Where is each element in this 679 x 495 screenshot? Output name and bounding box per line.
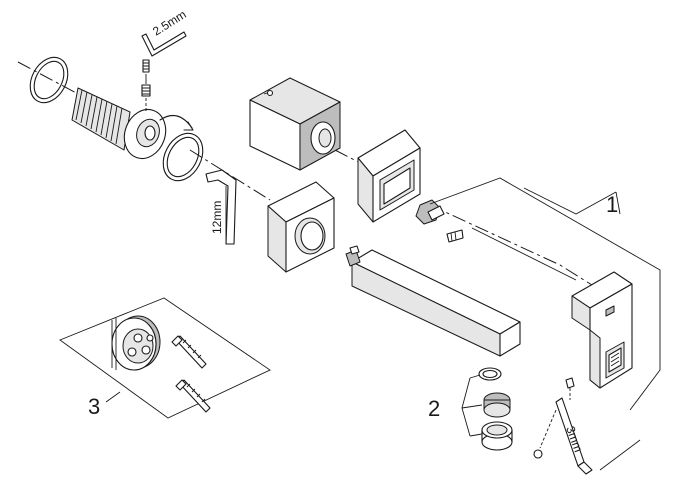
hex-key-12mm-icon xyxy=(205,169,237,245)
aerator-set xyxy=(461,367,513,451)
o-ring-left xyxy=(29,56,69,104)
spout xyxy=(345,245,521,357)
hex-key-12mm-label: 12mm xyxy=(210,201,224,234)
threaded-sleeve xyxy=(71,87,194,160)
square-frame xyxy=(357,129,421,223)
hex-key-3mm-icon xyxy=(533,377,593,475)
service-kit-tray xyxy=(59,297,271,419)
callout-3: 3 xyxy=(88,394,100,419)
callout-2: 2 xyxy=(428,396,440,421)
hex-key-2-5mm-icon xyxy=(141,31,187,112)
hex-key-3mm-label: 3mm xyxy=(563,424,585,454)
concealed-body xyxy=(249,77,341,171)
o-ring-right xyxy=(162,132,204,182)
callout-1-bracket xyxy=(429,177,661,471)
callout-1: 1 xyxy=(606,192,618,217)
cover-plate xyxy=(571,271,633,389)
connector-fitting xyxy=(415,199,464,243)
rosette-plate xyxy=(267,181,335,273)
